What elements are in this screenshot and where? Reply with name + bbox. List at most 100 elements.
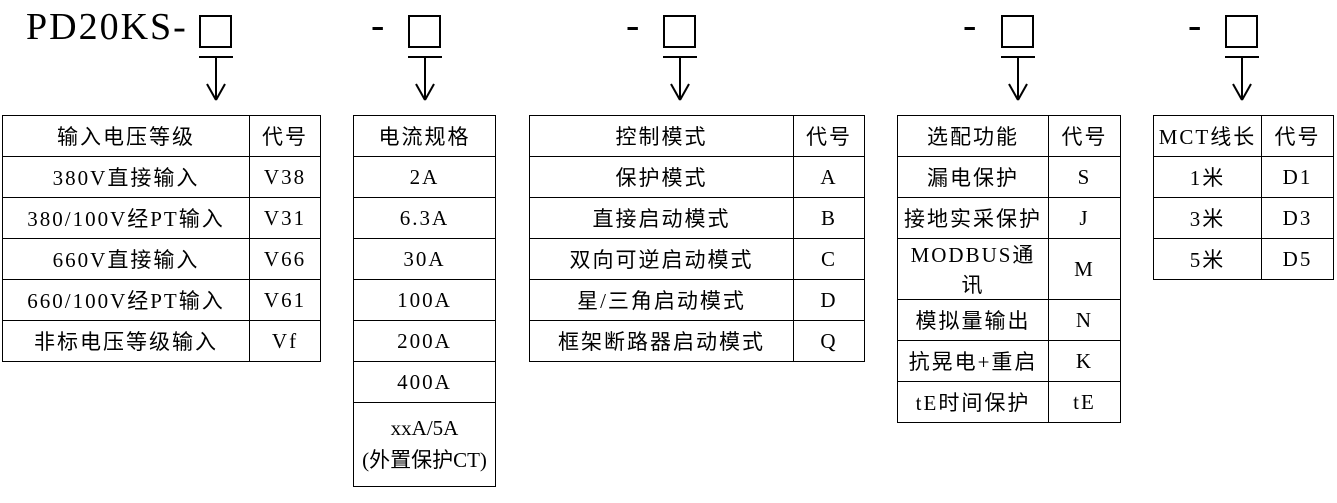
column-header-cell: 代号 bbox=[1048, 115, 1121, 157]
down-arrow-icon bbox=[199, 56, 233, 102]
table-row: xxA/5A (外置保护CT) bbox=[353, 402, 496, 487]
table-cell: D3 bbox=[1261, 197, 1334, 239]
table-cell: tE时间保护 bbox=[897, 381, 1049, 423]
model-code-box-5 bbox=[1225, 15, 1258, 48]
table-cell: 660/100V经PT输入 bbox=[2, 279, 250, 321]
table-cell: K bbox=[1048, 340, 1121, 382]
table-cell: V66 bbox=[249, 238, 321, 280]
table-cell: Vf bbox=[249, 320, 321, 362]
table-cell: 1米 bbox=[1153, 156, 1262, 198]
column-header-cell: 电流规格 bbox=[353, 115, 496, 157]
model-prefix: PD20KS- bbox=[26, 6, 188, 48]
table-cell: 6.3A bbox=[353, 197, 496, 239]
table-cell: M bbox=[1048, 238, 1121, 300]
table-cell: V31 bbox=[249, 197, 321, 239]
model-code-box-3 bbox=[663, 15, 696, 48]
column-header-cell: 输入电压等级 bbox=[2, 115, 250, 157]
table-cell: 双向可逆启动模式 bbox=[529, 238, 794, 280]
separator-dash: - bbox=[963, 2, 977, 47]
column-header-cell: 选配功能 bbox=[897, 115, 1049, 157]
separator-dash: - bbox=[371, 2, 385, 47]
table-cell: MODBUS通讯 bbox=[897, 238, 1049, 300]
table-cell: 30A bbox=[353, 238, 496, 280]
table-cell: xxA/5A (外置保护CT) bbox=[353, 402, 496, 487]
table-cell: 非标电压等级输入 bbox=[2, 320, 250, 362]
down-arrow-icon bbox=[663, 56, 697, 102]
table-cell: V38 bbox=[249, 156, 321, 198]
column-header-cell: 控制模式 bbox=[529, 115, 794, 157]
model-code-box-4 bbox=[1001, 15, 1034, 48]
table-cell: C bbox=[793, 238, 865, 280]
separator-dash: - bbox=[1188, 2, 1202, 47]
down-arrow-icon bbox=[1225, 56, 1259, 102]
table-cell: tE bbox=[1048, 381, 1121, 423]
table-cell: 660V直接输入 bbox=[2, 238, 250, 280]
header-row: 输入电压等级代号 bbox=[2, 115, 321, 157]
column-header-cell: MCT线长 bbox=[1153, 115, 1262, 157]
down-arrow-icon bbox=[1001, 56, 1035, 102]
model-code-box-2 bbox=[408, 15, 441, 48]
table-cell: V61 bbox=[249, 279, 321, 321]
table-cell: 380V直接输入 bbox=[2, 156, 250, 198]
table-row: 6.3A bbox=[353, 197, 496, 239]
table-row: 100A bbox=[353, 279, 496, 321]
header-row: 电流规格 bbox=[353, 115, 496, 157]
column-header-cell: 代号 bbox=[1261, 115, 1334, 157]
model-code-box-1 bbox=[199, 15, 232, 48]
table-cell: 星/三角启动模式 bbox=[529, 279, 794, 321]
table-cell: 模拟量输出 bbox=[897, 299, 1049, 341]
header-row: 选配功能代号 bbox=[897, 115, 1121, 157]
column-header-cell: 代号 bbox=[793, 115, 865, 157]
table-cell: 抗晃电+重启 bbox=[897, 340, 1049, 382]
table-cell: D1 bbox=[1261, 156, 1334, 198]
down-arrow-icon bbox=[408, 56, 442, 102]
table-cell: 200A bbox=[353, 320, 496, 362]
table-cell: 100A bbox=[353, 279, 496, 321]
table-cell: 3米 bbox=[1153, 197, 1262, 239]
column-header-cell: 代号 bbox=[249, 115, 321, 157]
table-cell: 400A bbox=[353, 361, 496, 403]
table-cell: 保护模式 bbox=[529, 156, 794, 198]
table-cell: A bbox=[793, 156, 865, 198]
header-row: MCT线长代号 bbox=[1153, 115, 1334, 157]
table-cell: D bbox=[793, 279, 865, 321]
table-cell: S bbox=[1048, 156, 1121, 198]
table-cell: J bbox=[1048, 197, 1121, 239]
table-cell: 漏电保护 bbox=[897, 156, 1049, 198]
table-row: 200A bbox=[353, 320, 496, 362]
table-cell: B bbox=[793, 197, 865, 239]
table-cell: 框架断路器启动模式 bbox=[529, 320, 794, 362]
separator-dash: - bbox=[626, 2, 640, 47]
table-cell: 2A bbox=[353, 156, 496, 198]
table-cell: N bbox=[1048, 299, 1121, 341]
table-cell: 380/100V经PT输入 bbox=[2, 197, 250, 239]
table-row: 30A bbox=[353, 238, 496, 280]
table-cell: 接地实采保护 bbox=[897, 197, 1049, 239]
table-row: 400A bbox=[353, 361, 496, 403]
header-row: 控制模式代号 bbox=[529, 115, 865, 157]
